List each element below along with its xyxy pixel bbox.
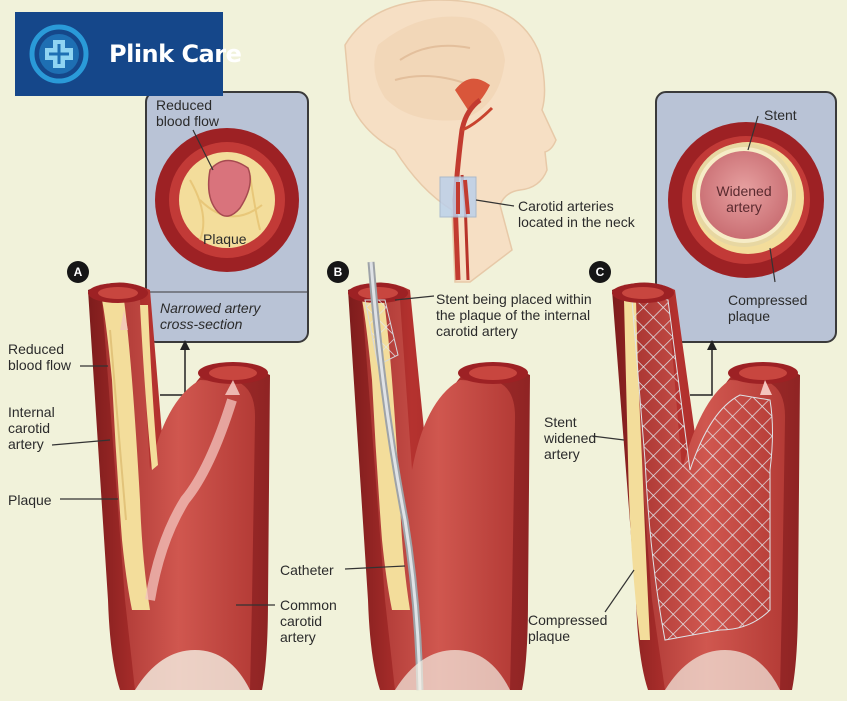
artery-b bbox=[348, 261, 530, 691]
label-carotid-arteries-neck: Carotid arteries located in the neck bbox=[518, 198, 635, 230]
badge-b: B bbox=[327, 261, 349, 283]
label-catheter: Catheter bbox=[280, 562, 334, 578]
brand-name: Plink Care bbox=[109, 40, 242, 68]
artery-a bbox=[88, 282, 270, 690]
label-internal-carotid-artery: Internal carotid artery bbox=[8, 404, 55, 452]
label-stent-widened-artery: Stent widened artery bbox=[544, 414, 597, 462]
inset-a-plaque-label: Plaque bbox=[203, 231, 247, 247]
inset-c-widened-artery-label: Widened artery bbox=[716, 183, 772, 215]
inset-a-reduced-flow-label: Reduced blood flow bbox=[156, 97, 220, 129]
label-common-carotid-artery: Common carotid artery bbox=[280, 597, 337, 645]
medical-cross-logo-icon bbox=[29, 24, 89, 84]
artery-c bbox=[612, 282, 800, 690]
badge-a: A bbox=[67, 261, 89, 283]
inset-a-panel bbox=[145, 91, 309, 343]
inset-a-caption: Narrowed artery cross-section bbox=[160, 300, 261, 332]
head-profile bbox=[344, 0, 557, 283]
label-stent-being-placed: Stent being placed within the plaque of … bbox=[436, 291, 592, 339]
label-reduced-blood-flow: Reduced blood flow bbox=[8, 341, 72, 373]
badge-c: C bbox=[589, 261, 611, 283]
inset-c-panel bbox=[655, 91, 837, 343]
leader-lines bbox=[51, 365, 635, 613]
inset-c-stent-label: Stent bbox=[764, 107, 797, 123]
label-compressed-plaque: Compressed plaque bbox=[528, 612, 608, 644]
label-plaque: Plaque bbox=[8, 492, 52, 508]
brand-logo: Plink Care bbox=[15, 12, 242, 96]
inset-c-compressed-plaque-label: Compressed plaque bbox=[728, 292, 808, 324]
